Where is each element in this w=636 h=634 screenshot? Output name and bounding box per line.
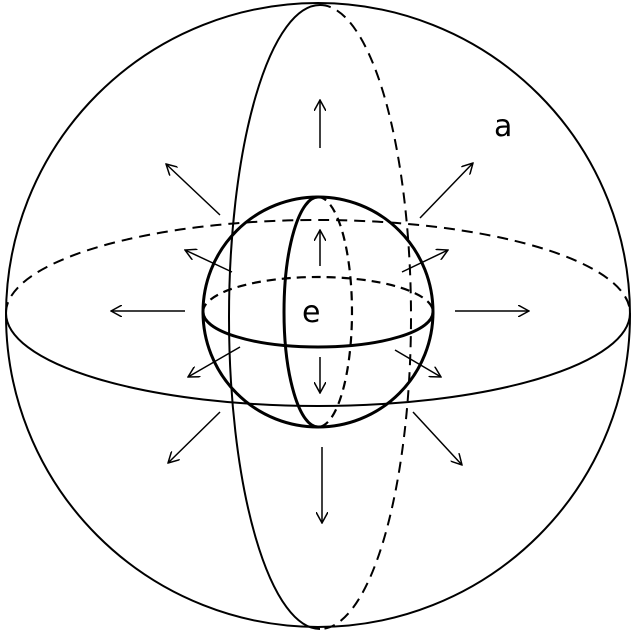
arrow-downleft-inner [188, 346, 241, 377]
outer-equator-back [5, 219, 631, 314]
inner-equator-front [201, 311, 435, 349]
outer-sphere-label: a [494, 109, 512, 144]
arrow-upleft-inner [185, 250, 233, 273]
inner-sphere-label: e [302, 295, 320, 330]
arrow-downright-inner [394, 349, 441, 377]
arrow-upleft-outer [166, 164, 221, 216]
outer-equator-front [5, 312, 631, 407]
outer-meridian-back [319, 4, 412, 630]
arrow-upright-inner [401, 250, 448, 273]
outer-sphere [5, 2, 631, 630]
arrow-downleft-outer [168, 411, 221, 463]
inner-sphere [201, 195, 435, 429]
expansion-arrows [111, 100, 529, 523]
arrow-upright-outer [419, 163, 473, 219]
inner-meridian-back [317, 195, 354, 429]
inner-meridian-front [282, 195, 319, 429]
inner-equator-back [201, 275, 435, 313]
arrow-downright-outer [412, 411, 462, 465]
outer-meridian-front [228, 4, 321, 630]
